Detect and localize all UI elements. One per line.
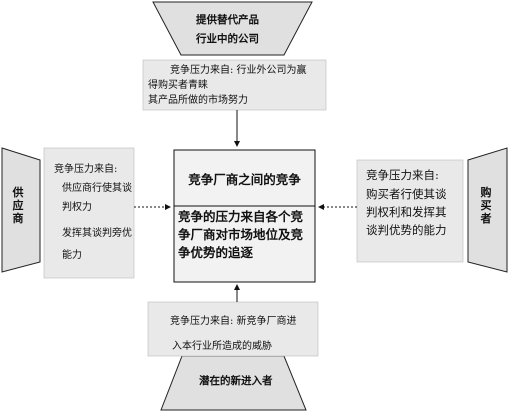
top-box-rect [142, 59, 327, 111]
left-box-line2: 供应商行使其谈 [62, 183, 132, 194]
top-trapezoid [152, 1, 313, 56]
top-trapezoid-line2: 行业中的公司 [196, 33, 259, 45]
bottom-box-line2: 入本行业所造成的威胁 [172, 341, 272, 352]
left-box-line1: 竞争压力来自: [54, 164, 118, 175]
left-box-rect [43, 147, 135, 279]
left-trapezoid [1, 147, 41, 273]
right-trapezoid [467, 147, 508, 273]
right-box-line3: 判权利和发挥其 [366, 205, 447, 219]
top-trapezoid-line1: 提供替代产品 [196, 14, 259, 26]
bottom-box-rect [147, 301, 319, 357]
top-box-line3: 其产品所做的市场努力 [148, 95, 248, 106]
left-box-line3: 判权力 [62, 202, 92, 213]
center-box-rect [173, 149, 316, 283]
right-box-line2: 购买者行使其谈 [366, 187, 447, 201]
center-body: 竞争的压力来自各个竞争厂商对市场地位及竞争优势的追逐 [178, 209, 304, 260]
left-box-line4: 发挥其谈判旁优 [62, 228, 132, 239]
right-box-line1: 竞争压力来自: [366, 168, 439, 182]
left-trapezoid-label: 供应商 [12, 186, 24, 225]
top-box-line1: 竞争压力来自: 行业外公司为赢 [170, 65, 307, 76]
right-trapezoid-label: 购买者 [480, 186, 492, 225]
right-box-line4: 谈判优势的能力 [366, 223, 447, 237]
left-box-line5: 能力 [62, 250, 82, 261]
right-box-rect [356, 159, 464, 263]
bottom-box-line1: 竞争压力来自: 新竞争厂商进 [170, 316, 297, 327]
bottom-trapezoid-line1: 潜在的新进入者 [199, 375, 273, 387]
top-box-line2: 得购买者青睐 [148, 80, 208, 91]
center-title: 竞争厂商之间的竞争 [188, 171, 301, 187]
